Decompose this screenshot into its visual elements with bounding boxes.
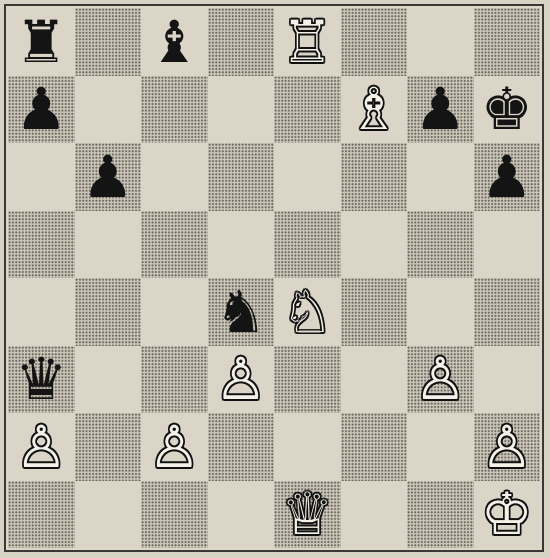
- square-f1[interactable]: [341, 481, 408, 549]
- square-d5[interactable]: [208, 211, 275, 279]
- square-d2[interactable]: [208, 413, 275, 481]
- square-e8[interactable]: ♖: [274, 8, 341, 76]
- square-g3[interactable]: ♙: [407, 346, 474, 414]
- square-c1[interactable]: [141, 481, 208, 549]
- chess-board: ♜♝♖♟♗♟♚♟♟♞♘♛♙♙♙♙♙♕♔: [8, 8, 540, 548]
- square-g4[interactable]: [407, 278, 474, 346]
- black-pawn-icon[interactable]: ♟: [15, 80, 67, 138]
- square-f5[interactable]: [341, 211, 408, 279]
- white-bishop-icon[interactable]: ♗: [348, 80, 400, 138]
- square-g7[interactable]: ♟: [407, 76, 474, 144]
- white-rook-icon[interactable]: ♖: [281, 13, 333, 71]
- white-pawn-icon[interactable]: ♙: [414, 350, 466, 408]
- square-a1[interactable]: [8, 481, 75, 549]
- square-d8[interactable]: [208, 8, 275, 76]
- square-g8[interactable]: [407, 8, 474, 76]
- square-d1[interactable]: [208, 481, 275, 549]
- square-a5[interactable]: [8, 211, 75, 279]
- square-b4[interactable]: [75, 278, 142, 346]
- black-rook-icon[interactable]: ♜: [15, 13, 67, 71]
- square-f7[interactable]: ♗: [341, 76, 408, 144]
- black-bishop-icon[interactable]: ♝: [148, 13, 200, 71]
- square-h7[interactable]: ♚: [474, 76, 541, 144]
- square-c2[interactable]: ♙: [141, 413, 208, 481]
- black-knight-icon[interactable]: ♞: [215, 283, 267, 341]
- white-knight-icon[interactable]: ♘: [281, 283, 333, 341]
- square-e7[interactable]: [274, 76, 341, 144]
- square-d4[interactable]: ♞: [208, 278, 275, 346]
- white-pawn-icon[interactable]: ♙: [148, 418, 200, 476]
- square-b8[interactable]: [75, 8, 142, 76]
- square-e1[interactable]: ♕: [274, 481, 341, 549]
- square-b2[interactable]: [75, 413, 142, 481]
- square-g2[interactable]: [407, 413, 474, 481]
- square-g6[interactable]: [407, 143, 474, 211]
- square-c3[interactable]: [141, 346, 208, 414]
- black-pawn-icon[interactable]: ♟: [414, 80, 466, 138]
- square-a2[interactable]: ♙: [8, 413, 75, 481]
- square-a8[interactable]: ♜: [8, 8, 75, 76]
- square-c5[interactable]: [141, 211, 208, 279]
- square-b3[interactable]: [75, 346, 142, 414]
- square-h8[interactable]: [474, 8, 541, 76]
- white-pawn-icon[interactable]: ♙: [481, 418, 533, 476]
- square-e2[interactable]: [274, 413, 341, 481]
- square-d3[interactable]: ♙: [208, 346, 275, 414]
- square-e3[interactable]: [274, 346, 341, 414]
- square-f3[interactable]: [341, 346, 408, 414]
- square-a4[interactable]: [8, 278, 75, 346]
- square-h3[interactable]: [474, 346, 541, 414]
- square-c6[interactable]: [141, 143, 208, 211]
- square-a7[interactable]: ♟: [8, 76, 75, 144]
- square-e6[interactable]: [274, 143, 341, 211]
- white-pawn-icon[interactable]: ♙: [215, 350, 267, 408]
- square-f6[interactable]: [341, 143, 408, 211]
- square-d7[interactable]: [208, 76, 275, 144]
- square-f2[interactable]: [341, 413, 408, 481]
- black-pawn-icon[interactable]: ♟: [82, 148, 134, 206]
- square-g1[interactable]: [407, 481, 474, 549]
- square-g5[interactable]: [407, 211, 474, 279]
- square-b7[interactable]: [75, 76, 142, 144]
- square-h2[interactable]: ♙: [474, 413, 541, 481]
- board-frame: ♜♝♖♟♗♟♚♟♟♞♘♛♙♙♙♙♙♕♔: [4, 4, 544, 552]
- square-d6[interactable]: [208, 143, 275, 211]
- square-e4[interactable]: ♘: [274, 278, 341, 346]
- square-h4[interactable]: [474, 278, 541, 346]
- square-e5[interactable]: [274, 211, 341, 279]
- square-h6[interactable]: ♟: [474, 143, 541, 211]
- black-queen-icon[interactable]: ♛: [15, 350, 67, 408]
- square-f8[interactable]: [341, 8, 408, 76]
- black-pawn-icon[interactable]: ♟: [481, 148, 533, 206]
- white-king-icon[interactable]: ♔: [481, 485, 533, 543]
- square-b6[interactable]: ♟: [75, 143, 142, 211]
- white-pawn-icon[interactable]: ♙: [15, 418, 67, 476]
- square-b5[interactable]: [75, 211, 142, 279]
- square-c4[interactable]: [141, 278, 208, 346]
- square-h1[interactable]: ♔: [474, 481, 541, 549]
- black-king-icon[interactable]: ♚: [481, 80, 533, 138]
- square-b1[interactable]: [75, 481, 142, 549]
- square-f4[interactable]: [341, 278, 408, 346]
- square-h5[interactable]: [474, 211, 541, 279]
- white-queen-icon[interactable]: ♕: [281, 485, 333, 543]
- square-c8[interactable]: ♝: [141, 8, 208, 76]
- square-c7[interactable]: [141, 76, 208, 144]
- square-a6[interactable]: [8, 143, 75, 211]
- square-a3[interactable]: ♛: [8, 346, 75, 414]
